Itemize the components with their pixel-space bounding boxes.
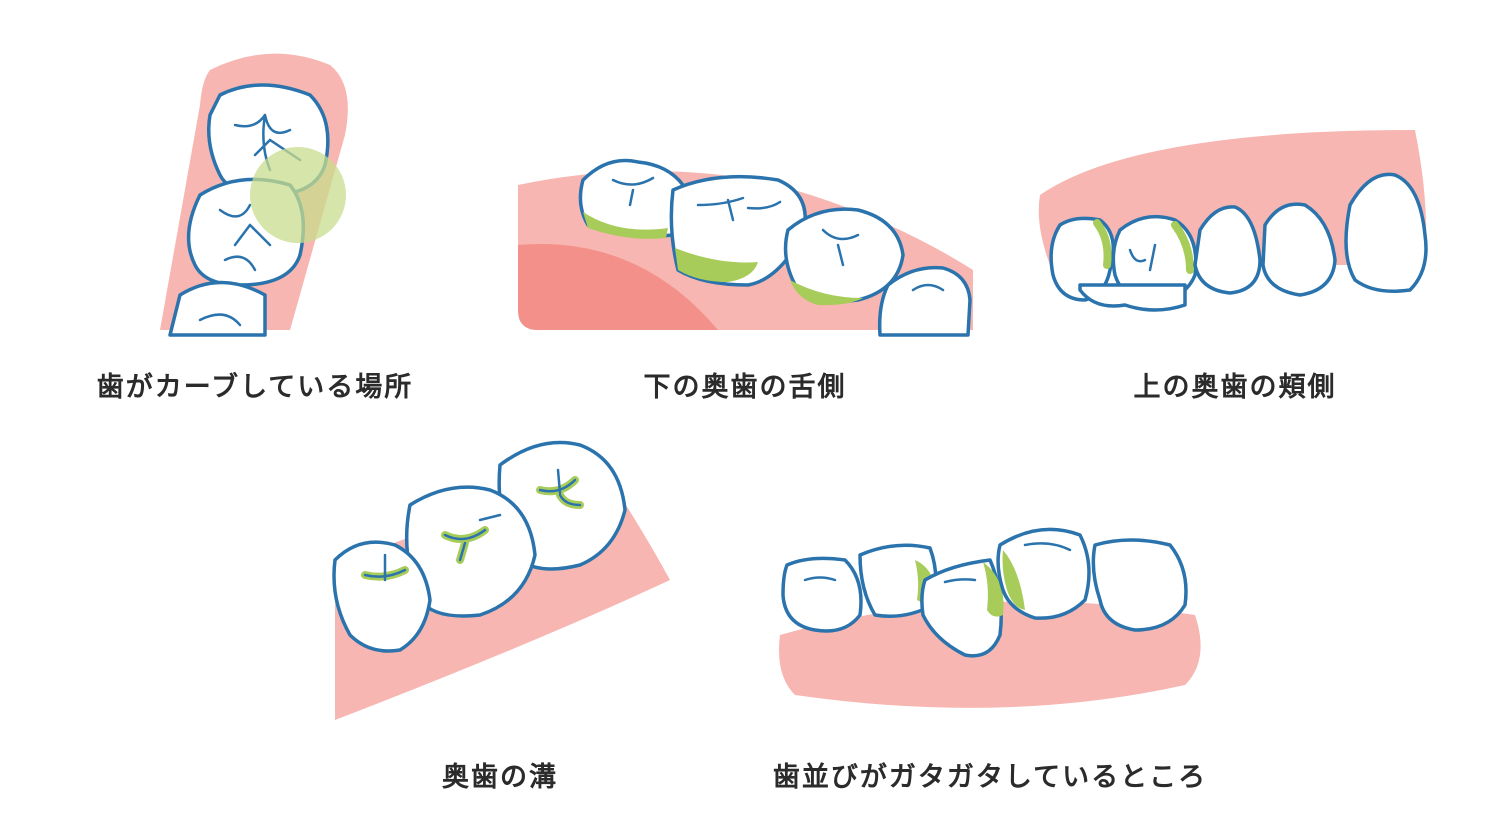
caption-upper-buccal: 上の奥歯の頬側 bbox=[1133, 372, 1337, 403]
highlight-circle bbox=[250, 147, 346, 243]
caption-molar-grooves: 奥歯の溝 bbox=[442, 762, 558, 793]
panel-lower-lingual: 下の奥歯の舌側 bbox=[518, 150, 973, 403]
panel-molar-grooves: 奥歯の溝 bbox=[330, 435, 675, 793]
caption-curve: 歯がカーブしている場所 bbox=[96, 372, 414, 403]
tooth-1 bbox=[781, 556, 863, 633]
panel-upper-buccal: 上の奥歯の頬側 bbox=[1035, 125, 1435, 403]
premolar-2 bbox=[1261, 202, 1337, 297]
gum-shadow bbox=[518, 244, 718, 330]
upper-buccal-illustration bbox=[1038, 130, 1428, 312]
caption-crooked: 歯並びがガタガタしているところ bbox=[772, 762, 1208, 793]
curve-illustration bbox=[160, 53, 348, 337]
panel-crooked: 歯並びがガタガタしているところ bbox=[773, 520, 1205, 793]
panel-curve: 歯がカーブしている場所 bbox=[97, 45, 411, 403]
tooth-4 bbox=[877, 265, 972, 337]
tooth-5 bbox=[1091, 538, 1188, 632]
tooth-3-tilted bbox=[920, 558, 1003, 658]
crooked-illustration bbox=[779, 527, 1201, 708]
molar-grooves-illustration bbox=[332, 440, 670, 720]
caption-lower-lingual: 下の奥歯の舌側 bbox=[643, 372, 847, 403]
lower-lingual-illustration bbox=[518, 158, 973, 337]
premolar-1 bbox=[1193, 205, 1262, 295]
canine bbox=[1344, 172, 1428, 293]
gum bbox=[779, 601, 1201, 708]
molar-lower bbox=[168, 280, 267, 337]
molar-3-lower bbox=[1078, 283, 1187, 312]
